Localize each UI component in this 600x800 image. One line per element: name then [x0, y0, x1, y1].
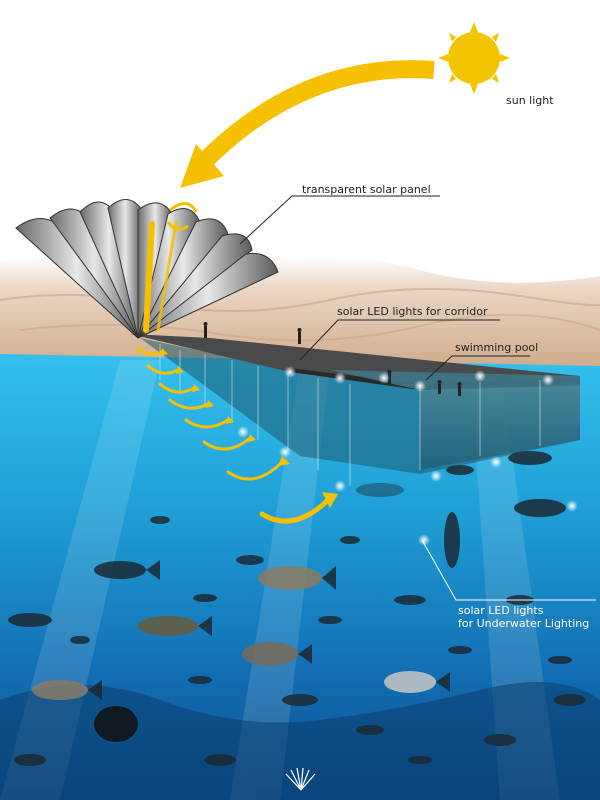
label-swimming-pool: swimming pool [455, 341, 539, 354]
led-light-dots [237, 366, 578, 546]
fan-logo-icon [285, 767, 316, 791]
fish-school [8, 451, 586, 766]
label-corridor-led-lights: solar LED lights for corridor [337, 305, 488, 318]
glass-posts [159, 344, 541, 486]
energy-arrow-heads [160, 348, 338, 508]
label-transparent-solar-panel: transparent solar panel [302, 183, 431, 196]
label-underwater-led-lights: solar LED lights for Underwater Lighting [458, 604, 589, 630]
sunlight-arrow [189, 60, 435, 177]
label-sun-light: sun light [506, 94, 554, 107]
energy-arrows-underwater [136, 346, 333, 524]
fan-solar-panel-icon [15, 199, 279, 339]
underwater-leader-line [421, 539, 596, 601]
label-leader-lines [239, 195, 530, 381]
panel-loop-arrows [166, 202, 198, 231]
label-underwater-line-1: solar LED lights [458, 604, 544, 617]
sunlight-arrow-head [180, 144, 224, 188]
label-underwater-line-2: for Underwater Lighting [458, 617, 590, 630]
reef [0, 682, 600, 800]
pool-surface [330, 370, 580, 390]
sun-icon [438, 22, 510, 94]
